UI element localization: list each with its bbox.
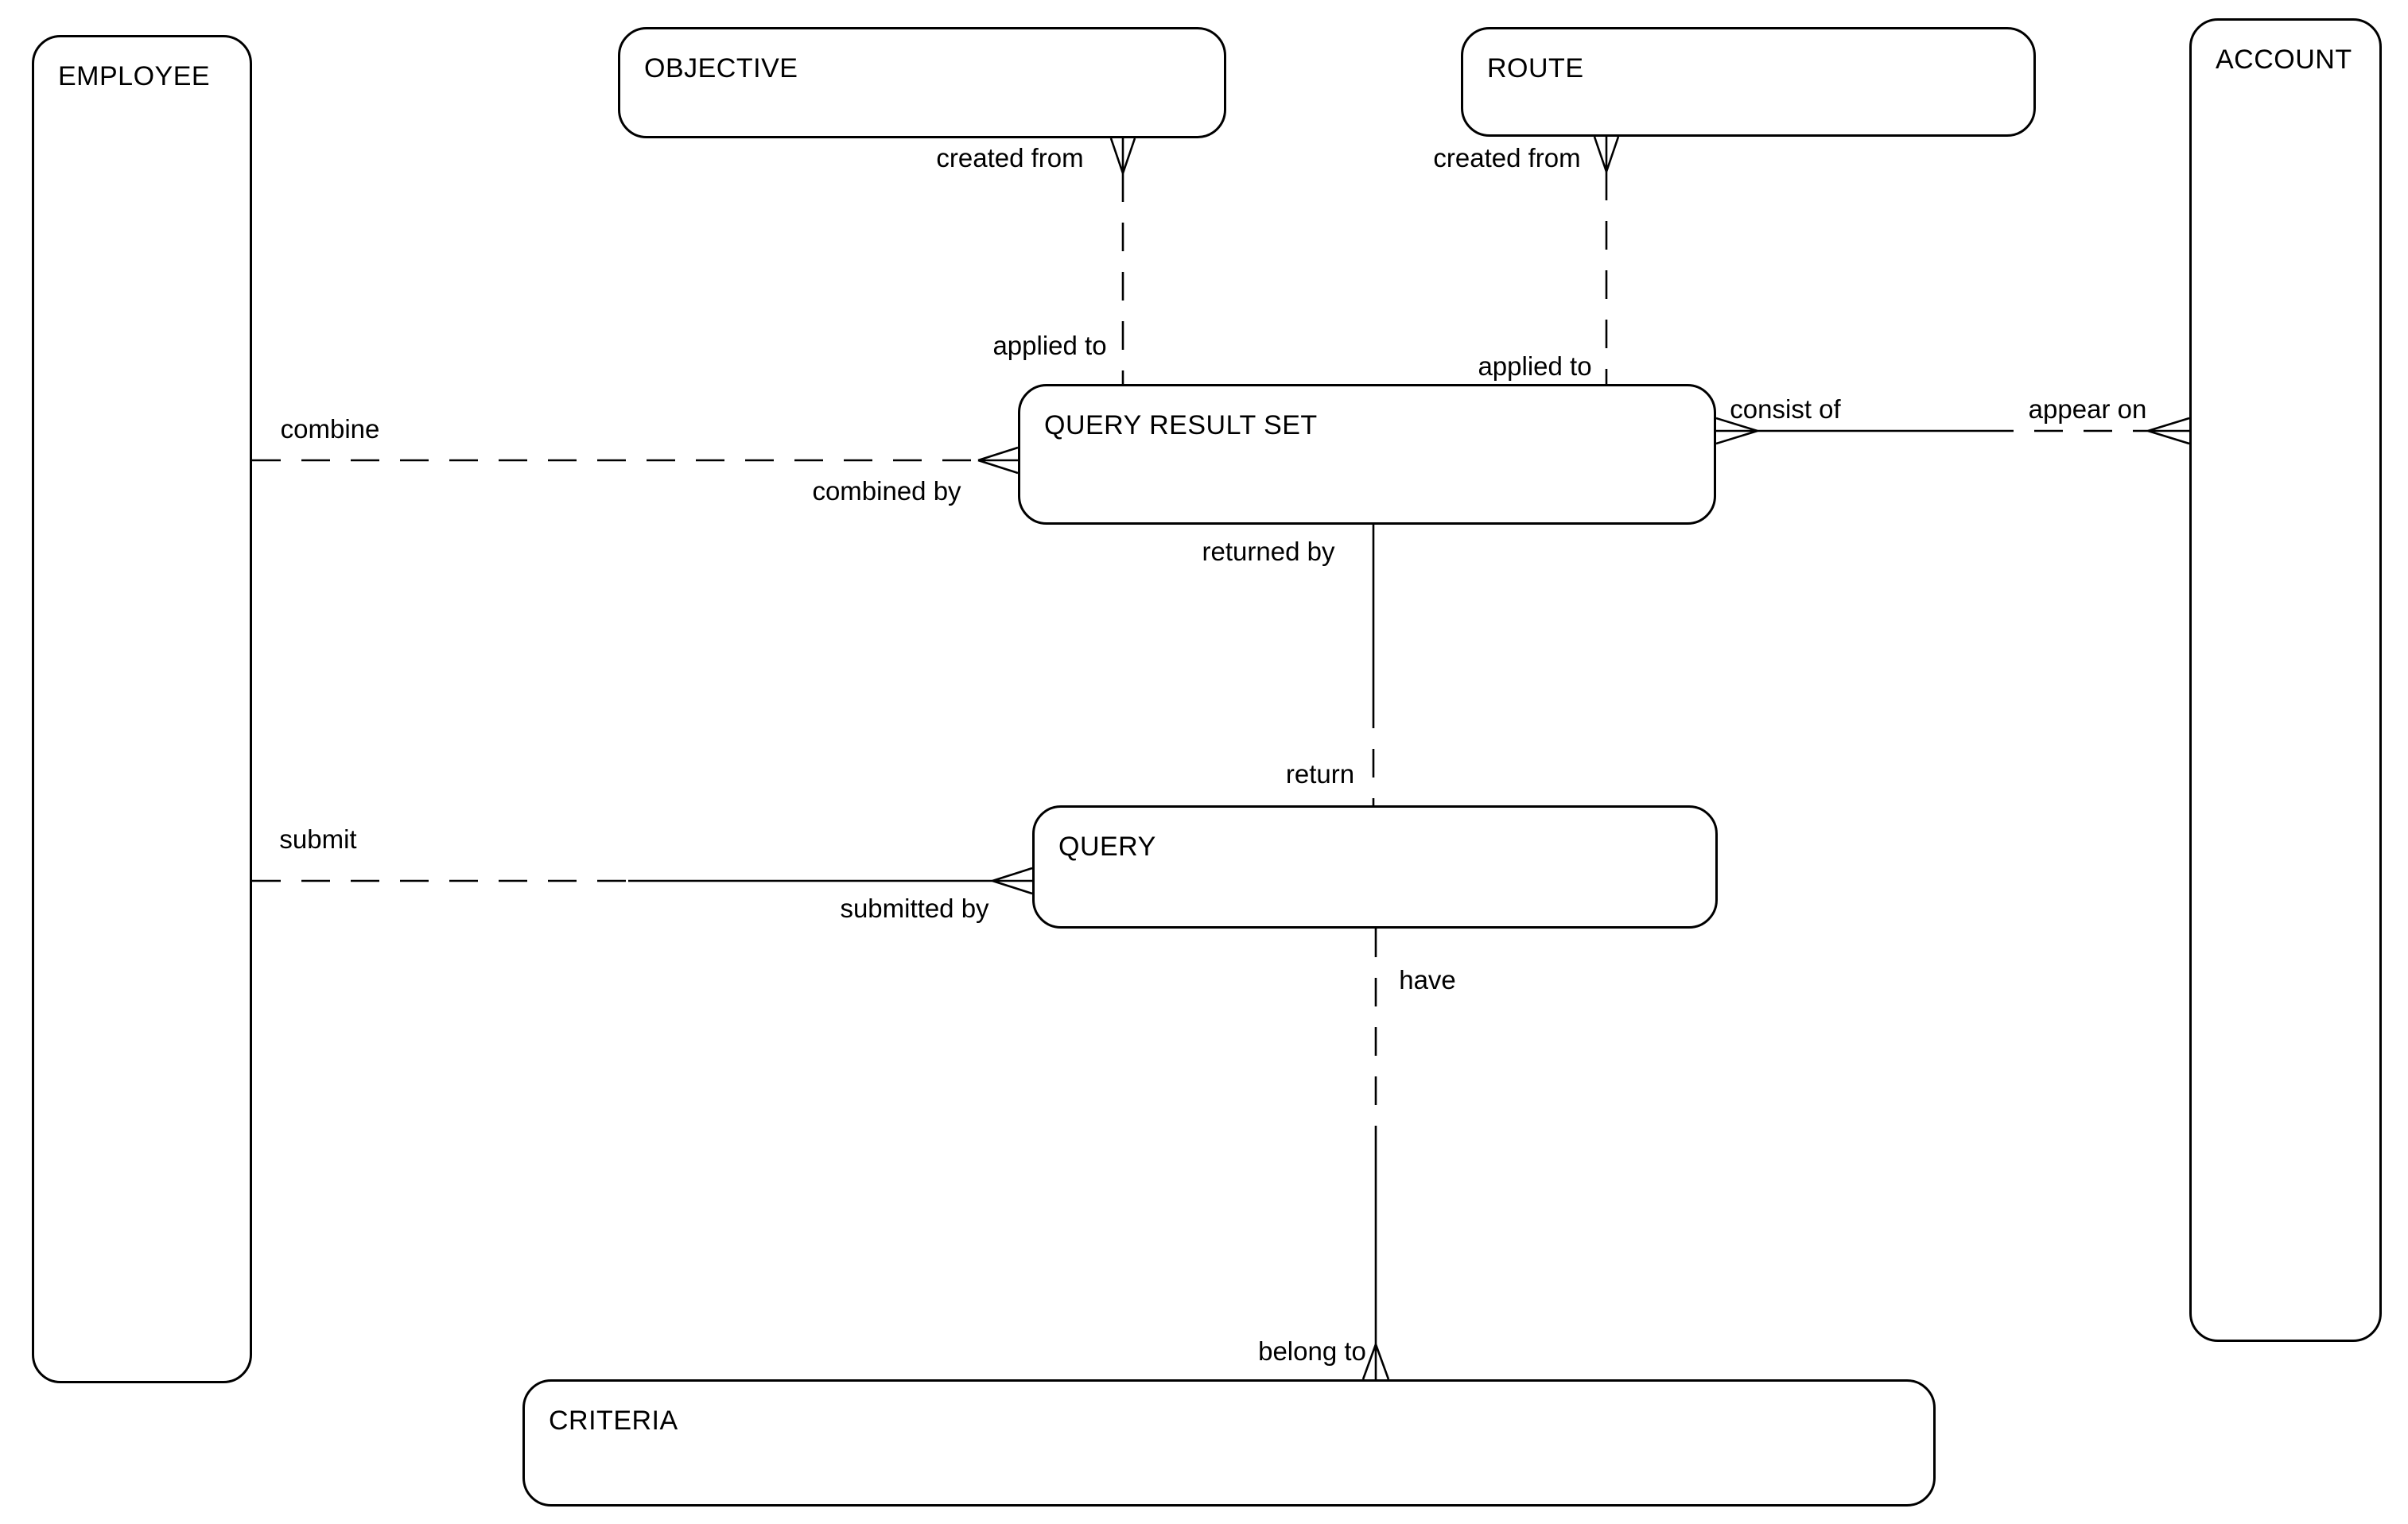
entity-criteria-label: CRITERIA <box>549 1406 678 1436</box>
crowfoot-objective-many <box>1109 138 1136 174</box>
relationship-label-return: return <box>1285 759 1355 789</box>
relationship-label-objective-applied-to: applied to <box>992 331 1107 360</box>
relationship-label-submitted-by: submitted by <box>840 894 989 923</box>
relationship-label-appear-on: appear on <box>2028 394 2147 424</box>
entity-objective: OBJECTIVE <box>618 27 1226 138</box>
relationship-label-objective-created-from: created from <box>936 143 1084 173</box>
entity-account-label: ACCOUNT <box>2216 45 2352 75</box>
entity-account: ACCOUNT <box>2189 18 2382 1342</box>
entity-query-label: QUERY <box>1058 832 1156 862</box>
relationship-label-route-applied-to: applied to <box>1478 351 1592 381</box>
crowfoot-criteria-belong-many <box>1361 1344 1390 1380</box>
entity-objective-label: OBJECTIVE <box>644 53 798 83</box>
entity-route-label: ROUTE <box>1487 53 1584 83</box>
crowfoot-route-many <box>1593 136 1620 173</box>
relationship-label-route-created-from: created from <box>1433 143 1581 173</box>
entity-route: ROUTE <box>1461 27 2036 137</box>
relationship-label-combine: combine <box>280 414 380 444</box>
relationship-label-returned-by: returned by <box>1202 537 1335 566</box>
crowfoot-query-result-set-consist-many <box>1715 417 1758 445</box>
entity-employee: EMPLOYEE <box>32 35 252 1383</box>
relationship-label-submit: submit <box>279 824 357 854</box>
relationship-label-combined-by: combined by <box>812 476 961 506</box>
entity-criteria: CRITERIA <box>522 1379 1936 1507</box>
crowfoot-account-appear-many <box>2147 417 2190 445</box>
entity-employee-label: EMPLOYEE <box>58 61 211 91</box>
relationship-label-belong-to: belong to <box>1258 1336 1366 1366</box>
crowfoot-query-submitted-many <box>992 867 1033 895</box>
crowfoot-query-result-set-combined-many <box>977 446 1019 475</box>
relationship-label-have: have <box>1399 965 1456 995</box>
relationship-label-consist-of: consist of <box>1730 394 1841 424</box>
entity-query-result-set: QUERY RESULT SET <box>1018 384 1716 525</box>
entity-query-result-set-label: QUERY RESULT SET <box>1044 410 1318 440</box>
entity-query: QUERY <box>1032 805 1718 929</box>
